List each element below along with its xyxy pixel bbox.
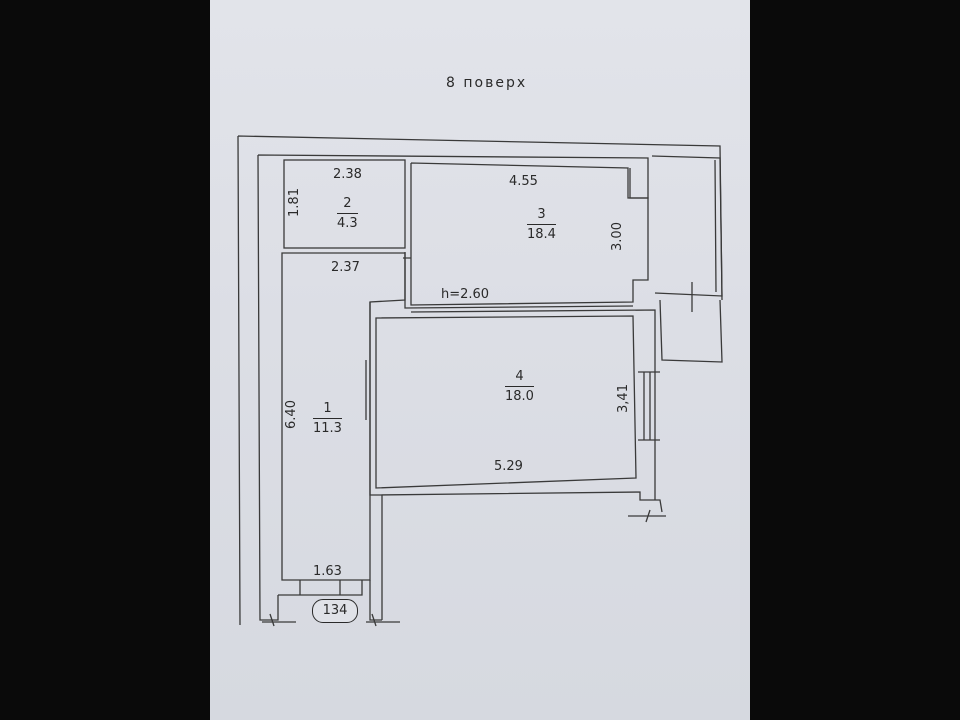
balcony-wall	[651, 155, 723, 363]
room-4-label: 4 18.0	[505, 370, 534, 403]
room-1-area: 11.3	[313, 421, 342, 436]
room-4-width: 5.29	[494, 459, 523, 474]
room-1-number: 1	[313, 402, 342, 419]
door-mark	[365, 257, 411, 420]
floor-plan-sheet	[210, 0, 750, 720]
floor-label: 8 поверх	[446, 75, 528, 91]
room-1-outline	[281, 252, 406, 581]
room-4-number: 4	[505, 370, 534, 387]
room-1-bottom-width: 1.63	[313, 564, 342, 579]
room-1-label: 1 11.3	[313, 402, 342, 435]
room-4-height: 3,41	[615, 384, 631, 413]
room-1-height: 6.40	[283, 400, 299, 429]
apartment-number: 134	[312, 599, 358, 623]
room-4-area: 18.0	[505, 389, 534, 404]
room-1-top-width: 2.37	[331, 260, 360, 275]
room-2-label: 2 4.3	[337, 197, 358, 230]
room-3-label: 3 18.4	[527, 208, 556, 241]
room-2-width: 2.38	[333, 167, 362, 182]
room-3-area: 18.4	[527, 227, 556, 242]
corridor-wall	[369, 491, 663, 621]
room-2-height: 1.81	[286, 188, 302, 217]
window-room-4	[638, 371, 660, 441]
room-3-width: 4.55	[509, 174, 538, 189]
room-2-number: 2	[337, 197, 358, 214]
room-2-area: 4.3	[337, 216, 358, 231]
room-4-outline	[369, 302, 637, 496]
room-3-height: 3.00	[609, 222, 625, 251]
room-2-outline	[283, 159, 406, 249]
room-3-outline	[410, 162, 649, 306]
room-3-number: 3	[527, 208, 556, 225]
entrance-door	[278, 580, 363, 596]
ceiling-height: h=2.60	[441, 287, 490, 302]
